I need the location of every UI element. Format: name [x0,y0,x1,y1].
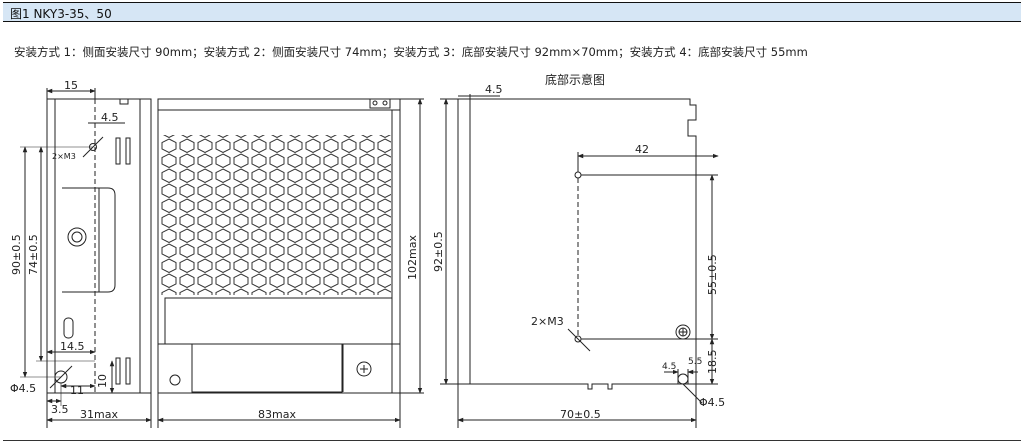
front-view-labels: 102max 83max [258,235,419,421]
bottom-rule [3,440,1021,441]
bottom-view-outline [457,98,697,390]
mounting-caption: 安装方式 1：侧面安装尺寸 90mm；安装方式 2：侧面安装尺寸 74mm；安装… [14,45,808,59]
front-view-outline [157,98,401,394]
dim-edge: 3.5 [51,403,69,416]
dim-bottom-top-offset: 4.5 [485,83,503,96]
dim-bottom-height-small: 18.5 [706,350,719,375]
dim-top-15: 15 [64,79,78,92]
side-view-labels: 15 4.5 2×M3 90±0.5 74±0.5 14.5 Φ4.5 11 1… [10,79,119,421]
dim-front-height: 102max [406,235,419,280]
dim-small-2: 5.5 [688,357,702,367]
dim-hole-span: 42 [635,143,649,156]
dim-lower-width: 14.5 [60,340,85,353]
side-view [20,88,152,428]
dim-small-1: 4.5 [662,362,676,372]
dim-bottom-hole-dia: Φ4.5 [699,396,725,409]
dim-height-74: 74±0.5 [27,234,40,275]
dim-height-90: 90±0.5 [10,234,23,275]
hex-vent-grid [161,135,391,295]
bottom-view-title: 底部示意图 [545,72,605,87]
bottom-hole-dia [677,373,689,385]
front-screw [356,361,372,377]
dim-hole-offset: 4.5 [101,111,119,124]
dim-vertical-span: 55±0.5 [706,254,719,295]
front-view [157,98,424,428]
dim-front-width: 83max [258,408,296,421]
terminal-block [191,343,343,393]
bottom-hole-label: 2×M3 [531,315,564,328]
side-hole-label: 2×M3 [52,152,76,161]
side-view-outline [46,98,152,394]
bottom-view-labels: 底部示意图 4.5 92±0.5 42 55±0.5 2×M3 4.5 5.5 … [432,72,725,421]
dim-small-height: 10 [96,374,109,388]
front-label-panel [164,297,393,345]
bottom-screw [675,324,691,340]
dim-bottom-width: 70±0.5 [560,408,601,421]
figure-label: 图1 NKY3-35、50 [10,7,112,21]
dim-total-width: 31max [80,408,118,421]
dim-small-width: 11 [70,384,84,397]
dim-bottom-height: 92±0.5 [432,231,445,272]
figure-header-bar: 图1 NKY3-35、50 [3,2,1021,22]
dim-hole-diameter: Φ4.5 [10,382,36,395]
bottom-view [440,94,719,428]
bottom-hole-top [574,171,582,179]
